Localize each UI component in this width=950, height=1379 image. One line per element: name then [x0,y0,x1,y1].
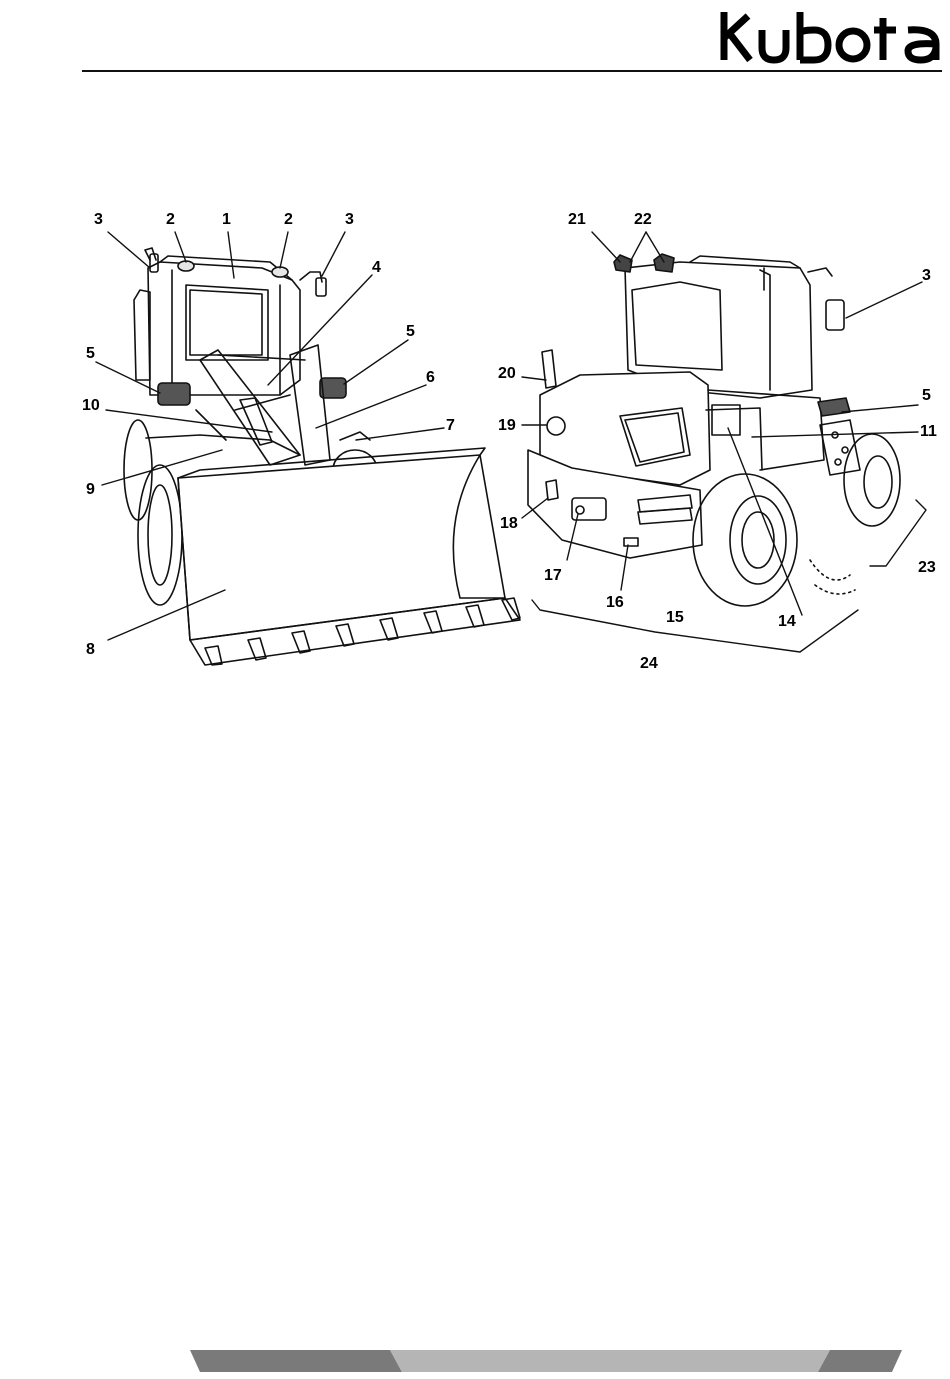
callout-19: 19 [498,418,516,434]
callout-3-right-mirror: 3 [345,212,354,228]
callout-10: 10 [82,398,100,414]
callout-21: 21 [568,212,586,228]
callout-1-cab: 1 [222,212,231,228]
callout-2-right-beacon: 2 [284,212,293,228]
callout-22: 22 [634,212,652,228]
callout-11: 11 [920,424,937,440]
callout-4: 4 [372,260,381,276]
callout-23: 23 [918,560,936,576]
callout-20: 20 [498,366,516,382]
callout-3-left-mirror: 3 [94,212,103,228]
callout-5-right-light: 5 [406,324,415,340]
callout-5-left-light: 5 [86,346,95,362]
callout-17: 17 [544,568,562,584]
callout-18: 18 [500,516,518,532]
callout-5-rear-light: 5 [922,388,931,404]
footer-band [190,1350,902,1372]
callout-3-rear-mirror: 3 [922,268,931,284]
callout-16: 16 [606,595,624,611]
rear-view [528,254,900,606]
callout-7: 7 [446,418,455,434]
callout-24: 24 [640,656,658,672]
kubota-logo [718,8,943,66]
header-rule [82,70,942,72]
callout-6: 6 [426,370,435,386]
callout-15: 15 [666,610,684,626]
callout-14: 14 [778,614,796,630]
callout-9: 9 [86,482,95,498]
callout-8-bucket: 8 [86,642,95,658]
callout-2-left-beacon: 2 [166,212,175,228]
machine-illustration [0,200,950,680]
front-view [124,248,520,665]
